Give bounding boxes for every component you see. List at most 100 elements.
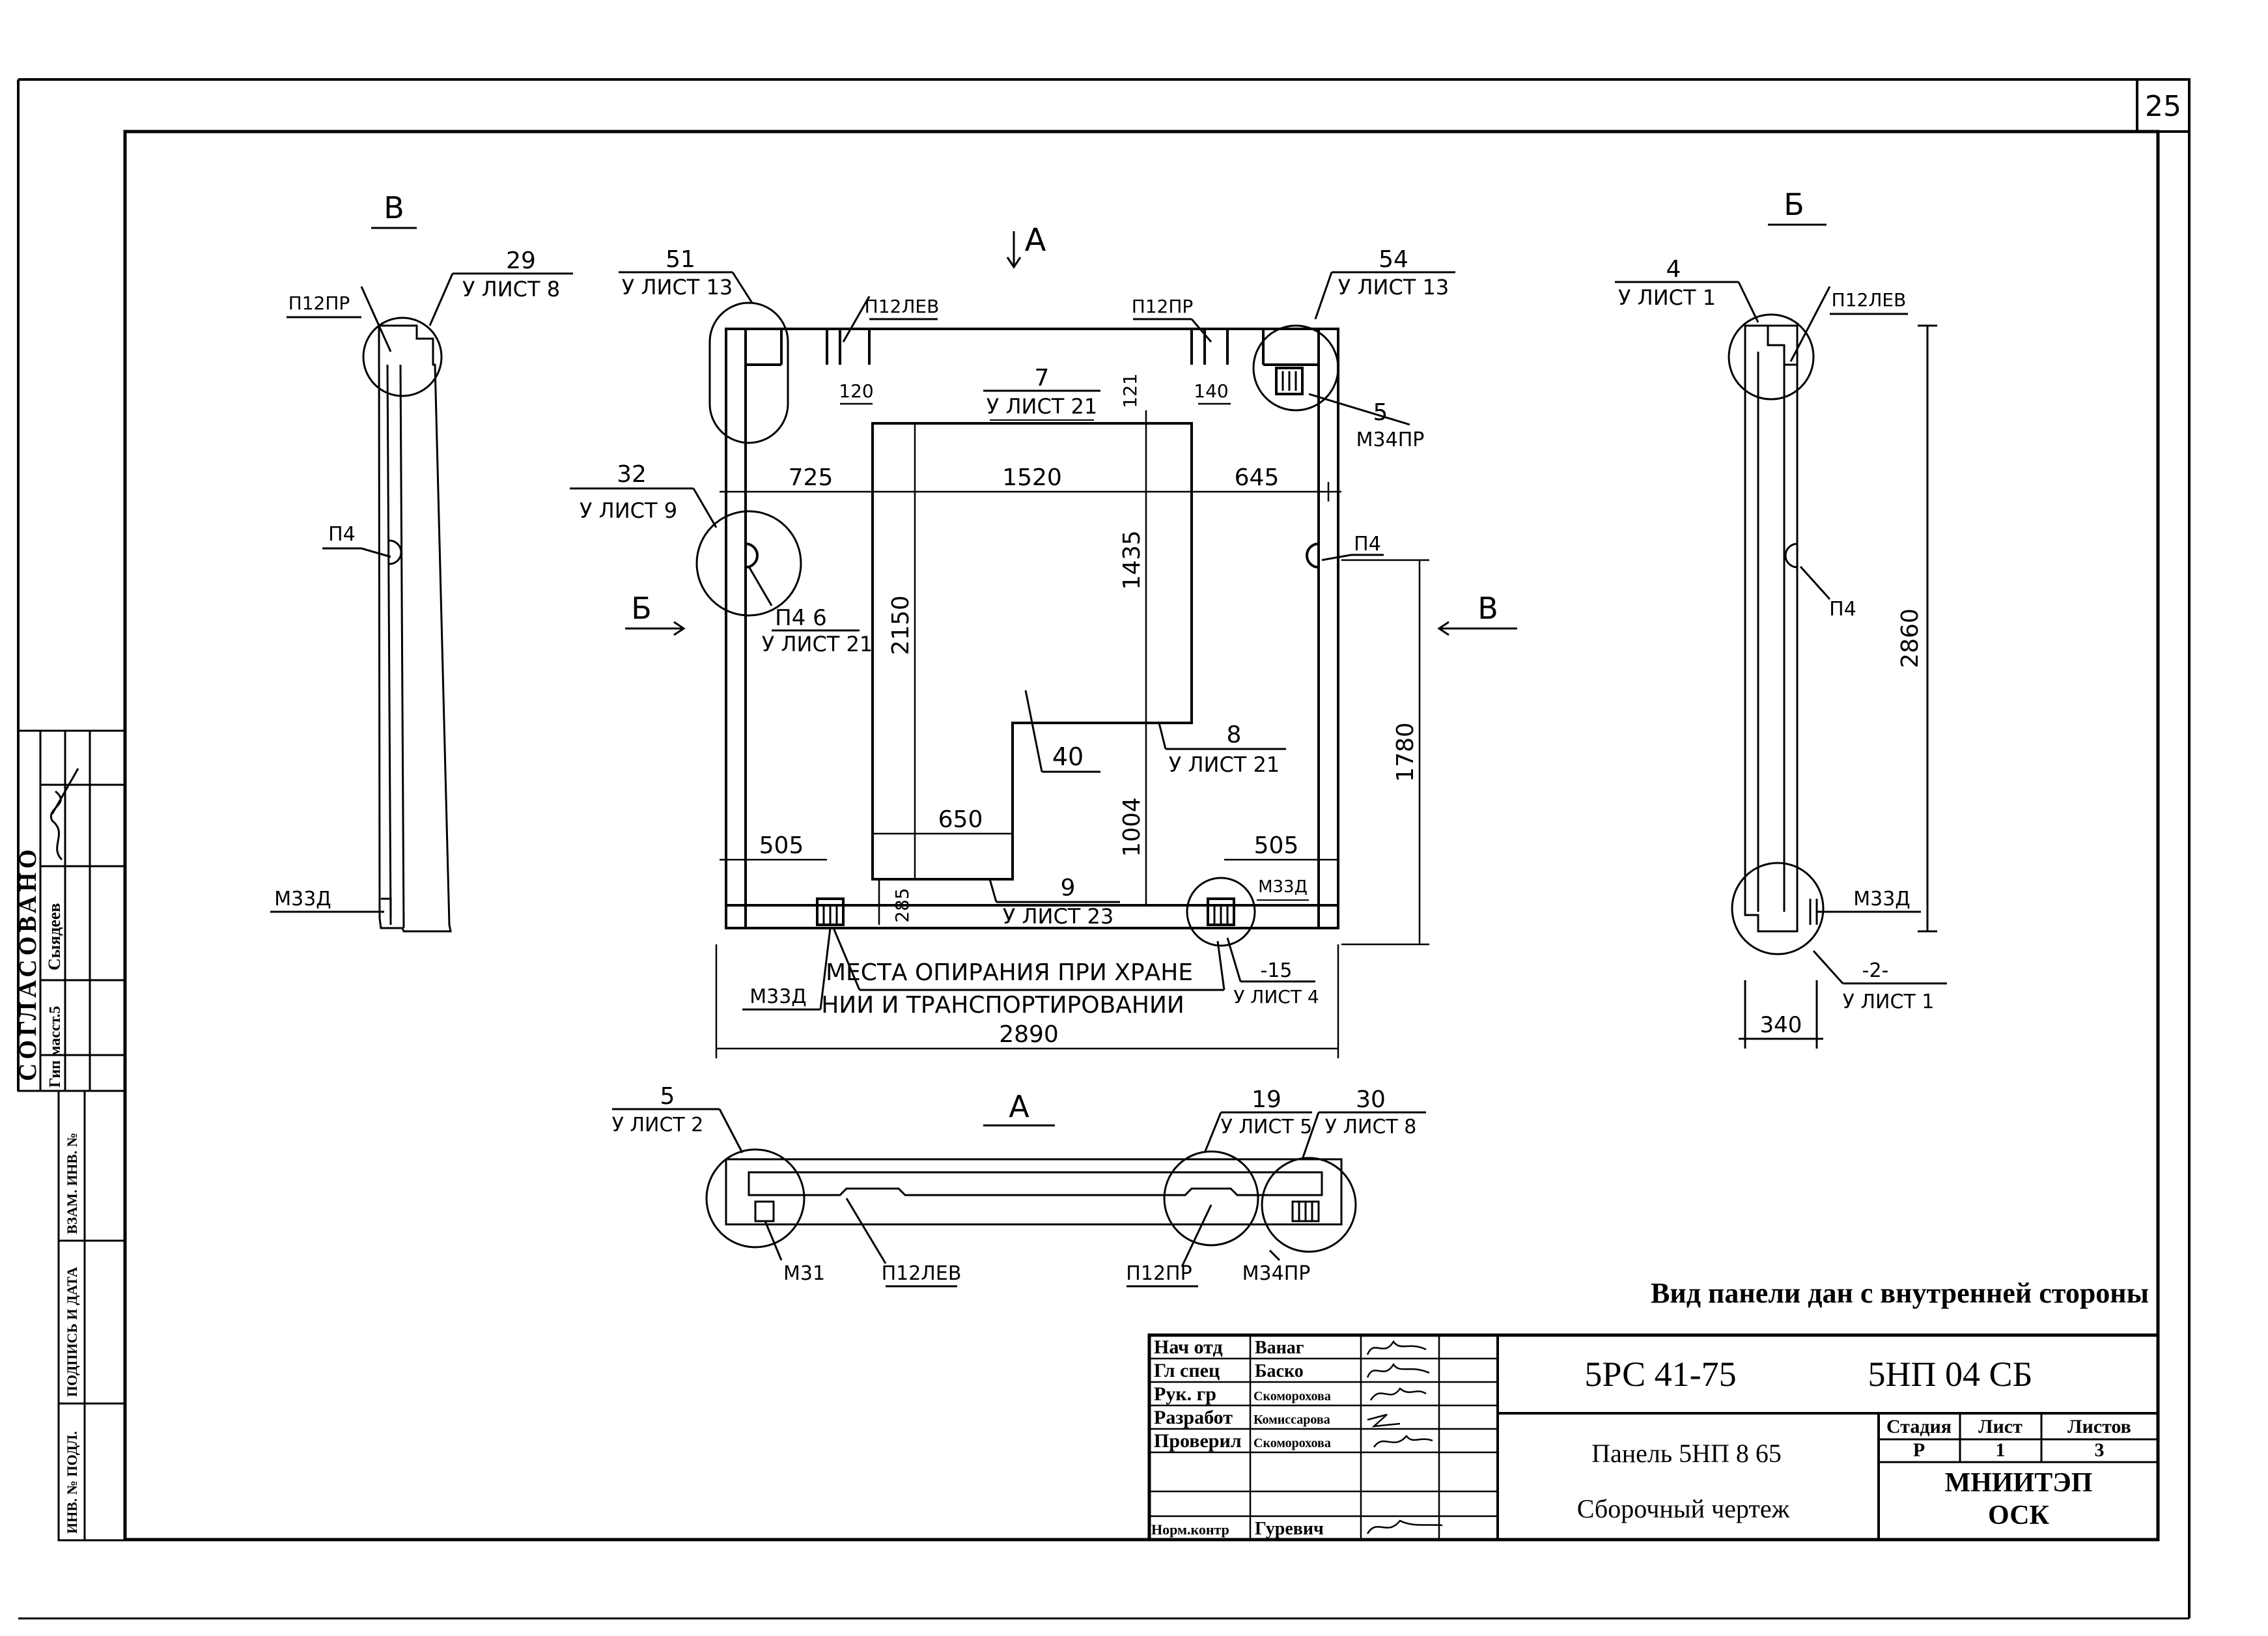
view-a-profile <box>705 1148 1357 1253</box>
staff-role: Проверил <box>1154 1430 1242 1452</box>
staff-name: Ванаг <box>1255 1338 1304 1358</box>
staff-role: Норм.контр <box>1151 1521 1229 1538</box>
callout-ref: П12ЛЕВ <box>1832 289 1907 311</box>
title-block <box>1147 1333 2160 1542</box>
sheet-number: 25 <box>2145 90 2181 123</box>
sheet-header: Лист <box>1978 1416 2023 1437</box>
approval-role: Гип масст.5 <box>47 1006 64 1088</box>
callout-ref: М33Д <box>1258 877 1308 897</box>
staff-role: Гл спец <box>1154 1360 1220 1381</box>
left-margin-stamp <box>57 1090 126 1542</box>
title-code-right: 5НП 04 СБ <box>1868 1355 2032 1394</box>
dimension-label: 1520 <box>1002 464 1062 491</box>
callout-ref: П4 <box>1829 598 1856 621</box>
dimension-label: 645 <box>1235 464 1280 491</box>
callout-num: 40 <box>1052 742 1084 771</box>
item-name: Панель 5НП 8 65 <box>1591 1439 1782 1468</box>
section-arrow-label: Б <box>631 591 652 626</box>
callout-ref: У ЛИСТ 5 <box>1221 1116 1313 1138</box>
approval-signature <box>49 768 79 861</box>
dimension-label: 2150 <box>888 595 914 655</box>
dimension-label: 140 <box>1194 380 1228 402</box>
dimension-label: 1780 <box>1392 722 1419 782</box>
view-b-title: Б <box>1784 187 1804 222</box>
dimension-label: 1004 <box>1119 797 1145 857</box>
view-a-title: А <box>1009 1089 1029 1124</box>
dimension-label: 2860 <box>1897 608 1924 668</box>
staff-name: Скоморохова <box>1253 1436 1331 1450</box>
callout-num: 19 <box>1252 1086 1281 1113</box>
staff-name: Комиссарова <box>1253 1413 1330 1427</box>
org-line2: ОСК <box>1988 1501 2050 1530</box>
stage-value: Р <box>1913 1439 1925 1461</box>
staff-name: Скоморохова <box>1253 1389 1331 1403</box>
dimension-label: 121 <box>1119 373 1141 408</box>
staff-role: Нач отд <box>1154 1336 1223 1358</box>
callout-num: 54 <box>1379 246 1408 273</box>
stamp-signature-label: ПОДПИСЬ И ДАТА <box>64 1267 80 1397</box>
stage-header: Стадия <box>1886 1416 1952 1437</box>
dimension-label: 340 <box>1760 1012 1802 1038</box>
callout-ref: У ЛИСТ 13 <box>1338 275 1449 300</box>
callout-ref: У ЛИСТ 8 <box>1325 1116 1417 1138</box>
callout-num: 32 <box>617 461 647 488</box>
callout-ref: П12ЛЕВ <box>882 1262 962 1285</box>
callout-num: 5 <box>660 1083 675 1110</box>
dimension-label: 120 <box>839 380 873 402</box>
callout-ref: У ЛИСТ 23 <box>1003 904 1113 929</box>
staff-name: Баско <box>1255 1361 1304 1381</box>
approval-strip <box>17 729 126 1092</box>
view-b: Б 2860 340 4 У ЛИСТ 1 П12ЛЕВ П4 <box>1615 187 1947 1049</box>
panel-outline <box>725 328 1339 929</box>
drawing-note: Вид панели дан с внутренней стороны <box>1651 1277 2149 1309</box>
callout-ref: М33Д <box>1853 888 1911 910</box>
callout-ref: У ЛИСТ 21 <box>1169 752 1280 777</box>
callout-ref: П12ПР <box>288 292 350 314</box>
callout-ref: М34ПР <box>1242 1262 1311 1285</box>
callout-num: -15 <box>1261 959 1293 982</box>
callout-ref: У ЛИСТ 9 <box>580 498 677 523</box>
detail-circles <box>695 302 1339 947</box>
callout-ref: П4 <box>328 523 356 546</box>
title-block-staff: Нач отд Ванаг Гл спец Баско Рук. гр Ском… <box>1151 1336 1331 1539</box>
sheets-header: Листов <box>2067 1416 2131 1437</box>
callout-ref: М31 <box>783 1262 825 1285</box>
approval-title: СОГЛАСОВАНО <box>14 845 42 1081</box>
callout-ref: П4 <box>1354 533 1381 556</box>
callout-ref: У ЛИСТ 8 <box>462 277 560 302</box>
callout-ref: П12ПР <box>1132 296 1194 317</box>
doc-type: Сборочный чертеж <box>1577 1494 1790 1523</box>
callout-ref: У ЛИСТ 21 <box>762 632 873 656</box>
callout-ref: П12ЛЕВ <box>865 296 940 317</box>
dimension-label: 505 <box>759 832 804 859</box>
dimension-label: 725 <box>789 464 833 491</box>
callout-num: П4 6 <box>775 605 827 631</box>
callout-ref: У ЛИСТ 21 <box>987 394 1097 419</box>
callout-num: 30 <box>1356 1086 1386 1113</box>
callout-ref: У ЛИСТ 1 <box>1618 285 1716 310</box>
sheet-value: 1 <box>1996 1439 2006 1461</box>
view-b-profile <box>1728 313 1937 1049</box>
dimension-label: 1435 <box>1119 530 1145 590</box>
staff-role: Разработ <box>1154 1407 1233 1428</box>
callout-ref: М33Д <box>274 888 331 910</box>
main-view: А <box>570 222 1517 1058</box>
support-note-line1: МЕСТА ОПИРАНИЯ ПРИ ХРАНЕ <box>826 959 1193 986</box>
section-marker-a: А <box>1025 222 1046 259</box>
view-v-profile <box>362 317 452 933</box>
callout-ref: М33Д <box>749 985 807 1008</box>
title-code-left: 5РС 41-75 <box>1584 1355 1736 1394</box>
staff-role: Рук. гр <box>1154 1383 1216 1405</box>
callout-num: 5 <box>1373 399 1388 426</box>
dimension-lines <box>715 402 1429 1058</box>
callout-num: -2- <box>1862 959 1889 982</box>
staff-name: Гуревич <box>1255 1519 1324 1539</box>
callout-ref: У ЛИСТ 2 <box>612 1114 704 1136</box>
sheets-value: 3 <box>2095 1439 2105 1461</box>
dimension-label: 285 <box>891 888 913 922</box>
view-v: В 29 У ЛИСТ 8 П12ПР П4 М33Д <box>270 190 573 933</box>
callout-ref: У ЛИСТ 1 <box>1843 991 1935 1013</box>
approval-name: Сыядеев <box>45 903 64 970</box>
title-block-signatures <box>1366 1340 1443 1534</box>
